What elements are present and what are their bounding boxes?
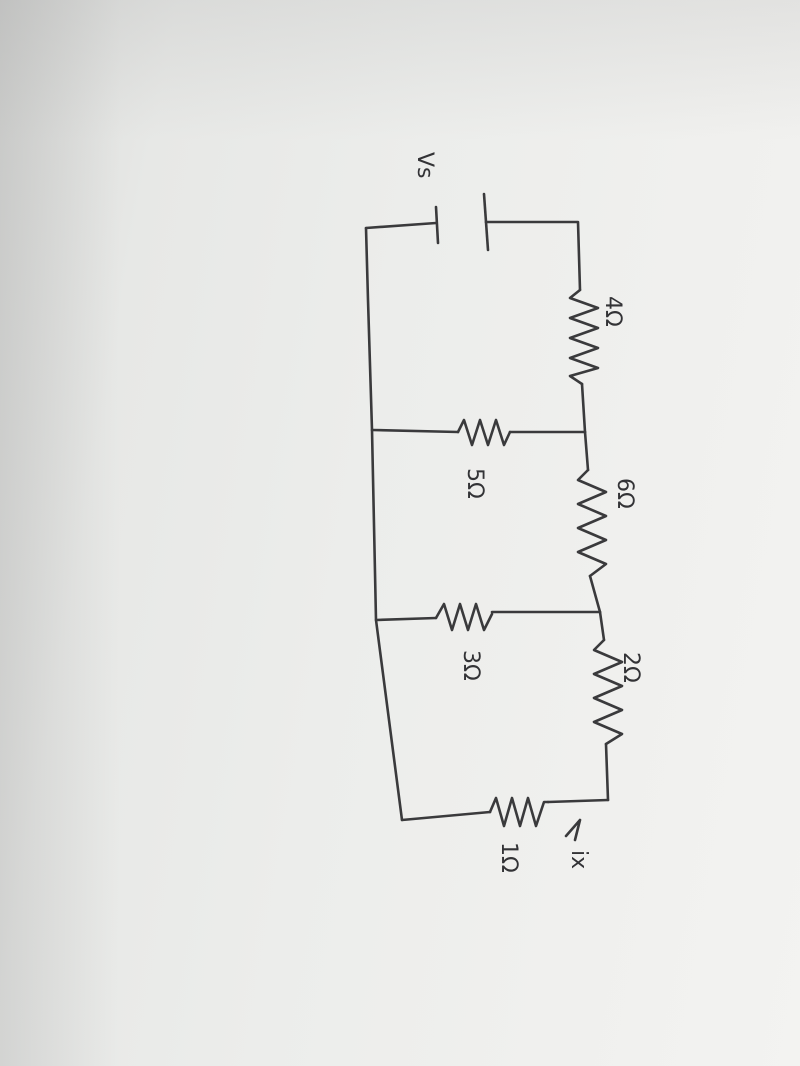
resistor-r1	[568, 288, 600, 386]
wire-r1-to-node-a	[580, 382, 587, 434]
resistor-r6-label: 1Ω	[496, 842, 521, 873]
resistor-r3-label: 6Ω	[612, 478, 637, 509]
current-arrow-icon	[564, 818, 582, 842]
battery-source	[434, 192, 490, 252]
source-label: Vs	[412, 152, 437, 179]
wire-left-rail	[364, 226, 404, 822]
resistor-r4-label: 3Ω	[458, 650, 483, 681]
wire-r6-left	[400, 810, 492, 822]
paper-shadow-top	[0, 0, 800, 140]
wire-top-left	[364, 221, 438, 230]
current-label: ix	[566, 850, 591, 869]
resistor-r1-label: 4Ω	[600, 296, 625, 327]
resistor-r5-label: 2Ω	[618, 652, 643, 683]
resistor-r3	[576, 468, 608, 578]
resistor-r2	[456, 418, 512, 447]
wire-r4-left	[374, 616, 438, 622]
wire-node-b-to-r5	[598, 610, 606, 642]
wire-r6-right	[546, 798, 610, 804]
battery-short-plate	[434, 205, 440, 245]
wire-r5-to-corner	[604, 742, 610, 802]
resistor-r5	[592, 638, 624, 746]
wire-top-right	[484, 220, 582, 292]
wire-node-a-to-r3	[583, 430, 590, 472]
resistor-r2-label: 5Ω	[462, 468, 487, 499]
wire-r3-to-node-b	[588, 574, 602, 614]
wire-r2-left	[370, 428, 460, 434]
resistor-r6	[488, 796, 550, 828]
paper-shadow-left	[0, 0, 120, 1066]
resistor-r4	[434, 602, 494, 632]
